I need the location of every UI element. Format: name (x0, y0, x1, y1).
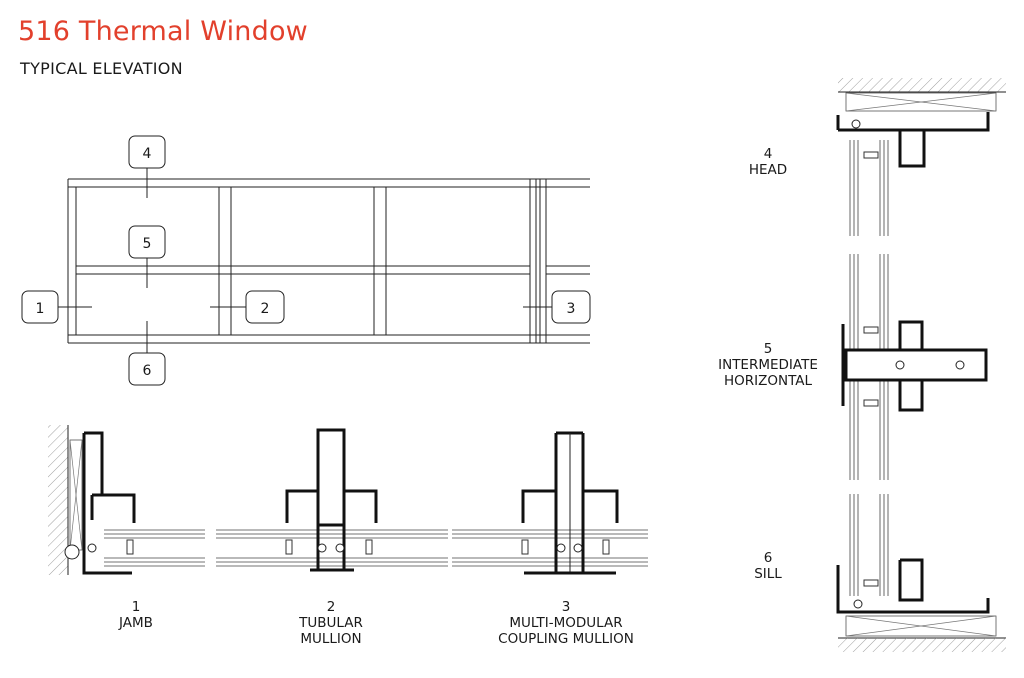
callout-4: 4 (128, 135, 166, 169)
caption-head: 4 HEAD (749, 146, 787, 178)
svg-text:4: 4 (764, 146, 773, 162)
svg-text:6: 6 (143, 363, 152, 379)
jamb-section (48, 425, 205, 575)
intermediate-horizontal-section (841, 254, 988, 480)
head-section (836, 78, 1006, 236)
svg-text:INTERMEDIATE: INTERMEDIATE (718, 357, 818, 373)
svg-text:4: 4 (143, 146, 152, 162)
svg-text:1: 1 (36, 301, 45, 317)
svg-text:6: 6 (764, 550, 773, 566)
svg-text:3: 3 (567, 301, 576, 317)
callout-5: 5 (128, 225, 166, 259)
callout-leaders (58, 168, 552, 353)
svg-text:MULLION: MULLION (300, 631, 361, 647)
page-title: 516 Thermal Window (18, 16, 308, 47)
svg-text:SILL: SILL (754, 566, 782, 582)
svg-text:5: 5 (764, 341, 773, 357)
svg-text:1: 1 (132, 599, 141, 615)
caption-intermediate-horizontal: 5 INTERMEDIATE HORIZONTAL (718, 341, 818, 389)
svg-text:HEAD: HEAD (749, 162, 787, 178)
tubular-mullion-section (216, 428, 448, 572)
svg-text:5: 5 (143, 236, 152, 252)
coupling-mullion-section (452, 431, 648, 575)
svg-text:HORIZONTAL: HORIZONTAL (724, 373, 813, 389)
callout-3: 3 (551, 290, 591, 324)
caption-sill: 6 SILL (754, 550, 782, 582)
elevation-frame (67, 178, 590, 344)
svg-text:3: 3 (562, 599, 571, 615)
svg-text:JAMB: JAMB (118, 615, 153, 631)
caption-coupling-mullion: 3 MULTI-MODULAR COUPLING MULLION (498, 599, 634, 647)
svg-text:2: 2 (261, 301, 270, 317)
caption-tubular-mullion: 2 TUBULAR MULLION (298, 599, 363, 647)
svg-text:COUPLING MULLION: COUPLING MULLION (498, 631, 634, 647)
caption-jamb: 1 JAMB (118, 599, 153, 631)
callout-1: 1 (21, 290, 59, 324)
page-subtitle: TYPICAL ELEVATION (20, 59, 183, 78)
svg-text:MULTI-MODULAR: MULTI-MODULAR (509, 615, 622, 631)
callout-2: 2 (245, 290, 285, 324)
sill-section (836, 494, 1006, 652)
callout-6: 6 (128, 352, 166, 386)
svg-text:TUBULAR: TUBULAR (298, 615, 363, 631)
svg-text:2: 2 (327, 599, 336, 615)
